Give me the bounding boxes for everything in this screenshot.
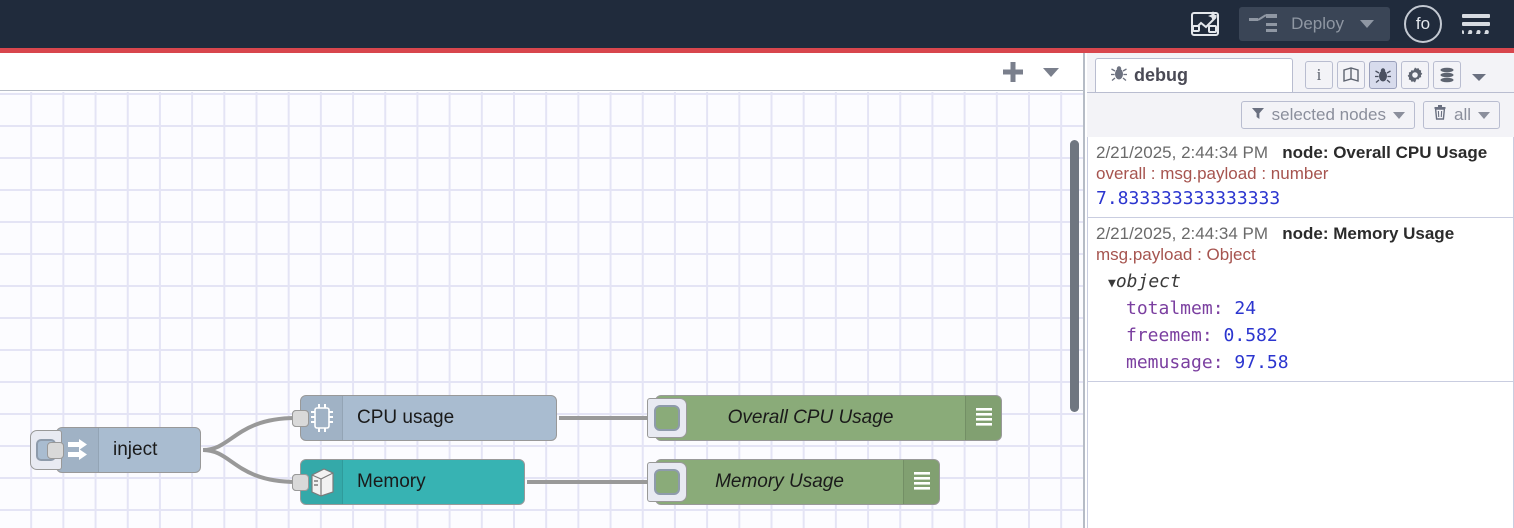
chevron-down-icon [1392,111,1405,119]
object-property-value: 24 [1234,298,1257,319]
header-actions: Deploy fo [1185,4,1514,44]
flow-workspace: inject [0,53,1085,528]
node-label: Memory [357,471,426,492]
debug-toggle-button[interactable] [647,398,687,438]
debug-timestamp: 2/21/2025, 2:44:34 PM [1096,224,1269,243]
filter-label: selected nodes [1271,105,1386,124]
canvas-vertical-scrollbar[interactable] [1070,140,1079,412]
node-output-port[interactable] [292,410,309,427]
app-header: Deploy fo [0,0,1514,48]
flow-canvas[interactable]: inject [0,92,1083,528]
chevron-down-icon [1478,111,1490,119]
tab-debug-label: debug [1134,65,1188,85]
debug-message[interactable]: 2/21/2025, 2:44:34 PM node: Overall CPU … [1088,137,1513,218]
object-property-key: memusage: [1126,352,1224,373]
debug-message-topic: overall : msg.payload : number [1096,164,1329,183]
chevron-down-icon[interactable] [1469,70,1489,89]
node-output-port[interactable] [47,442,64,459]
debug-message-topic: msg.payload : Object [1096,245,1256,264]
debug-timestamp: 2/21/2025, 2:44:34 PM [1096,143,1269,162]
gear-icon[interactable] [1401,61,1429,89]
trash-icon [1433,105,1447,125]
deploy-icon [1249,13,1279,35]
debug-source-node: node: Overall CPU Usage [1282,143,1488,162]
chevron-down-icon[interactable] [1041,65,1061,79]
database-icon[interactable] [1433,61,1461,89]
debug-message[interactable]: 2/21/2025, 2:44:34 PM node: Memory Usage… [1088,218,1513,382]
debug-lines-icon [965,396,1001,440]
plus-icon[interactable] [1001,60,1025,84]
node-body[interactable]: Memory [300,459,525,505]
node-label: inject [113,439,158,460]
debug-toggle-inner [654,405,680,431]
debug-lines-icon [903,460,939,504]
funnel-icon [1251,105,1265,125]
flow-wires [202,415,651,484]
object-property-value: 0.582 [1223,325,1278,346]
debug-source-node: node: Memory Usage [1282,224,1455,243]
book-icon[interactable] [1337,61,1365,89]
flow-sparkle-icon[interactable] [1185,4,1225,44]
debug-toggle-button[interactable] [647,462,687,502]
object-property-row: memusage: 97.58 [1096,352,1509,373]
sidebar-tool-icons: i [1305,61,1461,89]
chevron-down-icon[interactable] [1360,20,1374,28]
status-accent-bar [0,48,1514,53]
object-property-row: totalmem: 24 [1096,298,1509,319]
avatar[interactable]: fo [1404,5,1442,43]
debug-filter-toolbar: selected nodes all [1087,94,1514,136]
node-body[interactable]: Memory Usage [655,459,940,505]
node-output-port[interactable] [292,474,309,491]
hamburger-menu-icon[interactable] [1456,8,1496,40]
tab-debug[interactable]: debug [1095,58,1293,92]
clear-all-button[interactable]: all [1422,101,1500,129]
server-box-icon [301,460,343,504]
filter-selected-nodes-button[interactable]: selected nodes [1240,101,1415,129]
inject-arrow-icon [57,428,99,472]
deploy-button[interactable]: Deploy [1239,7,1390,41]
node-body[interactable]: Overall CPU Usage [655,395,1002,441]
bug-icon[interactable] [1369,61,1397,89]
node-label: Memory Usage [715,471,844,492]
object-label: object [1115,271,1181,292]
debug-message-header: 2/21/2025, 2:44:34 PM node: Overall CPU … [1096,143,1509,163]
node-label: Overall CPU Usage [727,407,894,428]
debug-sidebar: debug i [1087,53,1514,528]
clear-label: all [1453,105,1471,124]
chevron-down-icon: ▼ [1108,276,1116,291]
object-property-key: freemem: [1126,325,1213,346]
debug-message-header: 2/21/2025, 2:44:34 PM node: Memory Usage [1096,224,1509,244]
canvas-tab-toolbar [0,53,1083,91]
debug-toggle-inner [654,469,680,495]
object-property-row: freemem: 0.582 [1096,325,1509,346]
debug-message-value: 7.833333333333333 [1096,188,1281,209]
info-icon[interactable]: i [1305,61,1333,89]
bug-icon [1110,64,1128,87]
object-property-key: totalmem: [1126,298,1224,319]
debug-message-list[interactable]: 2/21/2025, 2:44:34 PM node: Overall CPU … [1087,137,1514,528]
sidebar-tab-row: debug i [1087,53,1514,93]
avatar-initials: fo [1415,14,1431,33]
node-label: CPU usage [357,407,455,428]
deploy-label: Deploy [1291,14,1344,33]
node-body[interactable]: CPU usage [300,395,557,441]
object-property-value: 97.58 [1234,352,1289,373]
object-expand-toggle[interactable]: ▼object [1096,271,1509,292]
node-body[interactable]: inject [56,427,201,473]
